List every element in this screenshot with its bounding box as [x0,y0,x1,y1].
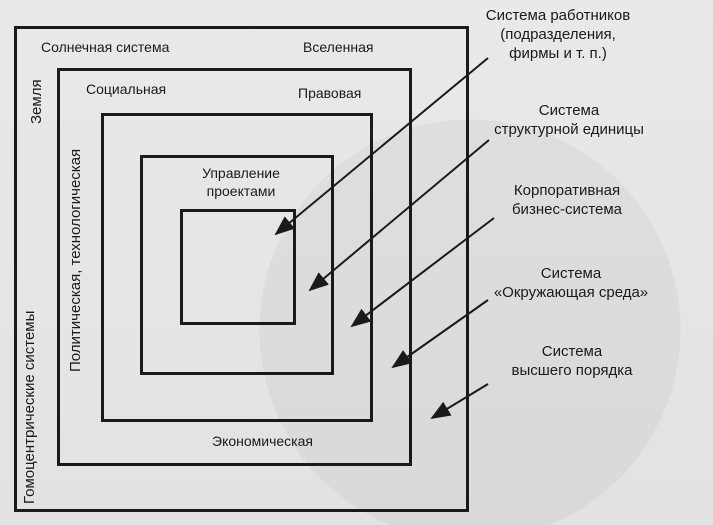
arrow-structural-unit [308,139,490,292]
arrow-environment [391,299,489,369]
label-universe: Вселенная [303,39,374,55]
annotation-corporate-line1: Корпоративная [513,182,621,199]
annotation-environment: Система «Окружающая среда» [487,264,655,302]
label-solar-system: Солнечная система [41,39,170,55]
label-project-management-line1: Управление [202,165,280,181]
label-economic: Экономическая [212,433,313,449]
box-inner [180,209,296,325]
annotation-structural-line1: Система [538,102,600,119]
annotation-environment-line2: «Окружающая среда» [493,284,649,301]
annotation-workers-line3: фирмы и т. п.) [509,45,607,62]
annotation-workers-system: Система работников (подразделения, фирмы… [478,6,638,63]
annotation-corporate: Корпоративная бизнес-система [497,181,637,219]
label-legal: Правовая [298,85,362,101]
annotation-workers-line1: Система работников [485,7,631,24]
arrow-higher-order [430,383,489,420]
annotation-environment-line1: Система [540,265,602,282]
annotation-higher-line1: Система [541,343,603,360]
annotation-higher-order: Система высшего порядка [502,342,642,380]
annotation-structural-unit: Система структурной единицы [489,101,649,139]
label-project-management: Управление проектами [186,164,296,200]
box-level-4 [140,155,334,375]
label-social: Социальная [86,81,167,97]
annotation-structural-line2: структурной единицы [494,121,644,138]
box-level-3 [101,113,373,422]
arrow-workers [274,57,489,236]
label-project-management-line2: проектами [206,183,276,199]
box-level-2 [57,68,412,466]
annotation-corporate-line2: бизнес-система [511,201,623,218]
annotation-workers-line2: (подразделения, [500,26,616,43]
annotation-higher-line2: высшего порядка [511,362,633,379]
arrow-corporate [350,217,495,328]
box-outer [14,26,469,512]
